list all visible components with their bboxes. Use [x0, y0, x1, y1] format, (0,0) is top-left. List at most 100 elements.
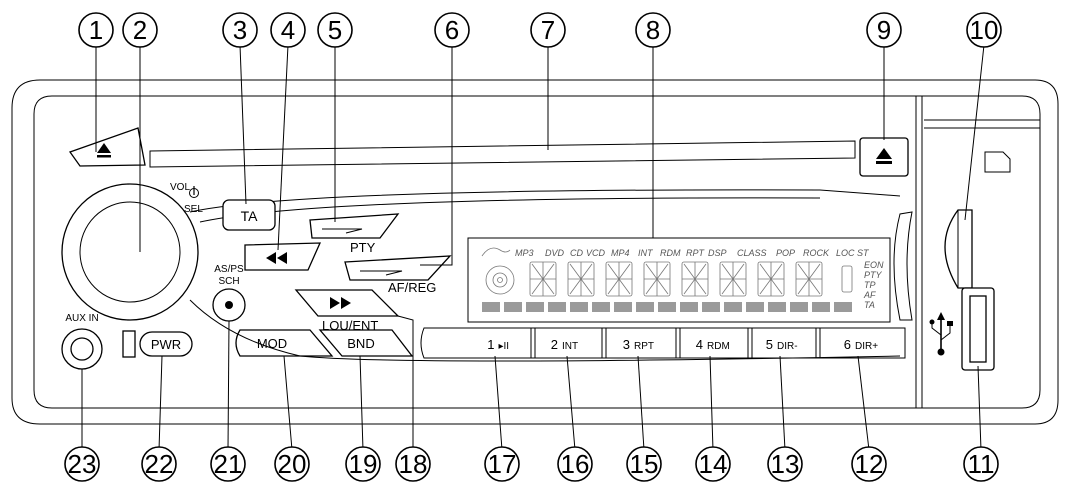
preset-number: 4	[696, 337, 703, 352]
display-icon-vcd: VCD	[586, 248, 606, 258]
display-icon-rock: ROCK	[803, 248, 830, 258]
ta-label: TA	[241, 208, 259, 224]
svg-text:19: 19	[349, 449, 378, 479]
svg-text:3: 3	[233, 15, 247, 45]
disc-slot	[149, 140, 856, 168]
preset-bar	[420, 327, 906, 359]
pwr-indicator	[122, 330, 136, 358]
af-reg-button[interactable]	[344, 255, 452, 281]
display-icon-eon: EON	[864, 260, 884, 270]
lcd-digit	[643, 261, 671, 297]
callout-14: 14	[695, 446, 731, 482]
svg-text:23: 23	[68, 449, 97, 479]
display-icon-ta: TA	[864, 300, 875, 310]
pty-button[interactable]	[309, 213, 400, 239]
preset-label: RPT	[634, 341, 654, 352]
dot-matrix-cell	[482, 302, 500, 312]
svg-text:11: 11	[968, 449, 995, 479]
bnd-button[interactable]	[318, 329, 414, 357]
callout-21: 21	[210, 446, 246, 482]
usb-icon	[929, 312, 953, 356]
display-icon-class: CLASS	[737, 248, 767, 258]
preset-number: 1	[487, 337, 494, 352]
dot-matrix-cell	[680, 302, 698, 312]
eject-icon	[876, 148, 892, 164]
lcd-digit	[681, 261, 709, 297]
callout-22: 22	[141, 446, 177, 482]
preset-button-1[interactable]: 1▸II	[487, 337, 509, 352]
svg-text:7: 7	[541, 15, 555, 45]
segment-digits	[529, 261, 853, 297]
preset-label: DIR-	[777, 341, 798, 352]
display-icon-dsp: DSP	[708, 248, 727, 258]
rewind-icon	[266, 252, 287, 264]
dot-matrix-cell	[658, 302, 676, 312]
volume-knob-inner	[79, 201, 181, 303]
release-button[interactable]	[68, 127, 146, 167]
dot-matrix-cell	[702, 302, 720, 312]
display-icon-tp: TP	[864, 280, 876, 290]
lcd-digit	[529, 261, 557, 297]
callout-5: 5	[317, 12, 353, 48]
callout-10: 10	[966, 12, 1002, 48]
as-ps-label: AS/PS	[214, 264, 244, 275]
sd-door-edge	[924, 119, 1040, 129]
usb-port-opening	[969, 295, 987, 363]
svg-text:14: 14	[699, 449, 728, 479]
dot-matrix-cell	[526, 302, 544, 312]
loud-icon	[481, 247, 511, 257]
callout-2: 2	[122, 12, 158, 48]
lower-panel-curve	[189, 299, 901, 362]
aux-in-label: AUX IN	[65, 313, 98, 324]
display-right-curve	[893, 211, 913, 321]
dot-matrix-row	[482, 302, 852, 312]
release-icon	[97, 143, 111, 158]
svg-text:15: 15	[630, 449, 659, 479]
faceplate-border	[33, 95, 1041, 409]
dot-matrix-cell	[592, 302, 610, 312]
pty-arrow-icon	[322, 228, 363, 234]
dot-matrix-cell	[636, 302, 654, 312]
dot-matrix-cell	[812, 302, 830, 312]
dot-matrix-cell	[834, 302, 852, 312]
volume-knob-outer[interactable]	[61, 183, 199, 321]
dial-icon	[485, 265, 515, 295]
dot-matrix-cell	[548, 302, 566, 312]
svg-text:21: 21	[214, 449, 243, 479]
callout-16: 16	[557, 446, 593, 482]
sel-label: SEL	[184, 204, 203, 215]
dot-matrix-cell	[614, 302, 632, 312]
outer-housing	[11, 79, 1059, 425]
callout-9: 9	[866, 12, 902, 48]
lcd-digit	[567, 261, 595, 297]
display-icon-mp3: MP3	[515, 248, 534, 258]
callout-7: 7	[530, 12, 566, 48]
vol-label: VOL	[170, 182, 190, 193]
pwr-button[interactable]	[139, 331, 193, 357]
dot-matrix-cell	[570, 302, 588, 312]
ta-button[interactable]	[222, 199, 276, 231]
callout-8: 8	[635, 12, 671, 48]
sch-label: SCH	[218, 276, 239, 287]
dot-matrix-cell	[768, 302, 786, 312]
callout-6: 6	[434, 12, 470, 48]
af-reg-label: AF/REG	[388, 280, 436, 295]
callout-19: 19	[345, 446, 381, 482]
lcd-display	[467, 237, 891, 323]
callout-11: 11	[963, 446, 999, 482]
svg-text:13: 13	[771, 449, 800, 479]
front-panel-curve	[189, 189, 901, 213]
aux-in-jack-inner	[70, 337, 94, 361]
svg-text:9: 9	[877, 15, 891, 45]
svg-text:18: 18	[399, 449, 428, 479]
dot-matrix-cell	[504, 302, 522, 312]
svg-text:12: 12	[855, 449, 884, 479]
power-symbol-icon	[189, 186, 199, 198]
